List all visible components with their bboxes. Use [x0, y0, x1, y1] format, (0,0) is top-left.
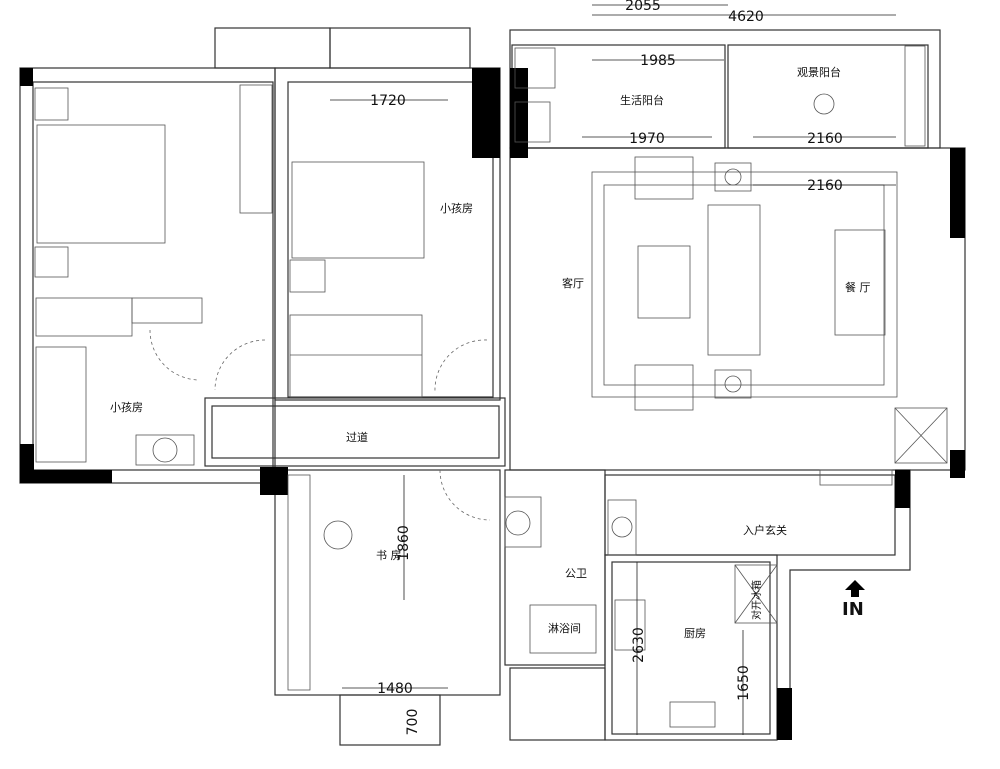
- dim-2160-dining: 2160: [807, 178, 843, 194]
- dim-4620: 4620: [728, 9, 764, 25]
- dim-1985: 1985: [640, 53, 676, 69]
- dim-2055: 2055: [625, 0, 661, 14]
- furniture: [34, 45, 948, 728]
- dim-1720: 1720: [370, 93, 406, 109]
- dimension-lines: [330, 4, 896, 735]
- label-entrance: 入户玄关: [743, 523, 787, 537]
- label-kitchen: 厨房: [684, 627, 706, 640]
- label-fridge: 对开冰箱: [750, 580, 763, 620]
- dim-1860: 1860: [396, 525, 412, 561]
- dim-1480: 1480: [377, 681, 413, 697]
- label-view-balcony: 观景阳台: [797, 65, 841, 79]
- label-bathroom: 公卫: [565, 567, 587, 580]
- bed-1: [36, 124, 166, 244]
- structural-columns: [20, 68, 965, 740]
- dim-2160-balcony: 2160: [807, 131, 843, 147]
- label-kids-room-1: 小孩房: [440, 202, 473, 215]
- arrow-up-icon: [845, 580, 865, 597]
- bed-2: [291, 161, 425, 259]
- label-study: 书 房: [376, 549, 402, 562]
- dim-1650: 1650: [736, 665, 752, 701]
- label-utility-balcony: 生活阳台: [620, 93, 664, 107]
- dim-2630: 2630: [631, 627, 647, 663]
- label-dining-room: 餐 厅: [845, 280, 871, 294]
- room-labels: 小孩房 小孩房 过道 书 房 公卫 淋浴间 厨房 入户玄关 客厅 餐 厅 生活阳…: [110, 65, 871, 640]
- shower-tray: [529, 604, 597, 654]
- dim-700: 700: [405, 709, 421, 736]
- fridge: [734, 564, 778, 624]
- dim-1970: 1970: [629, 131, 665, 147]
- label-kids-room-2: 小孩房: [110, 401, 143, 414]
- label-shower: 淋浴间: [548, 622, 581, 635]
- label-living-room: 客厅: [562, 276, 584, 290]
- dimension-labels: 2055 4620 1985 1970 2160 2160 1720 1860 …: [370, 0, 843, 735]
- entry-marker: IN: [842, 580, 865, 620]
- entry-label: IN: [842, 599, 864, 620]
- label-corridor: 过道: [346, 430, 368, 444]
